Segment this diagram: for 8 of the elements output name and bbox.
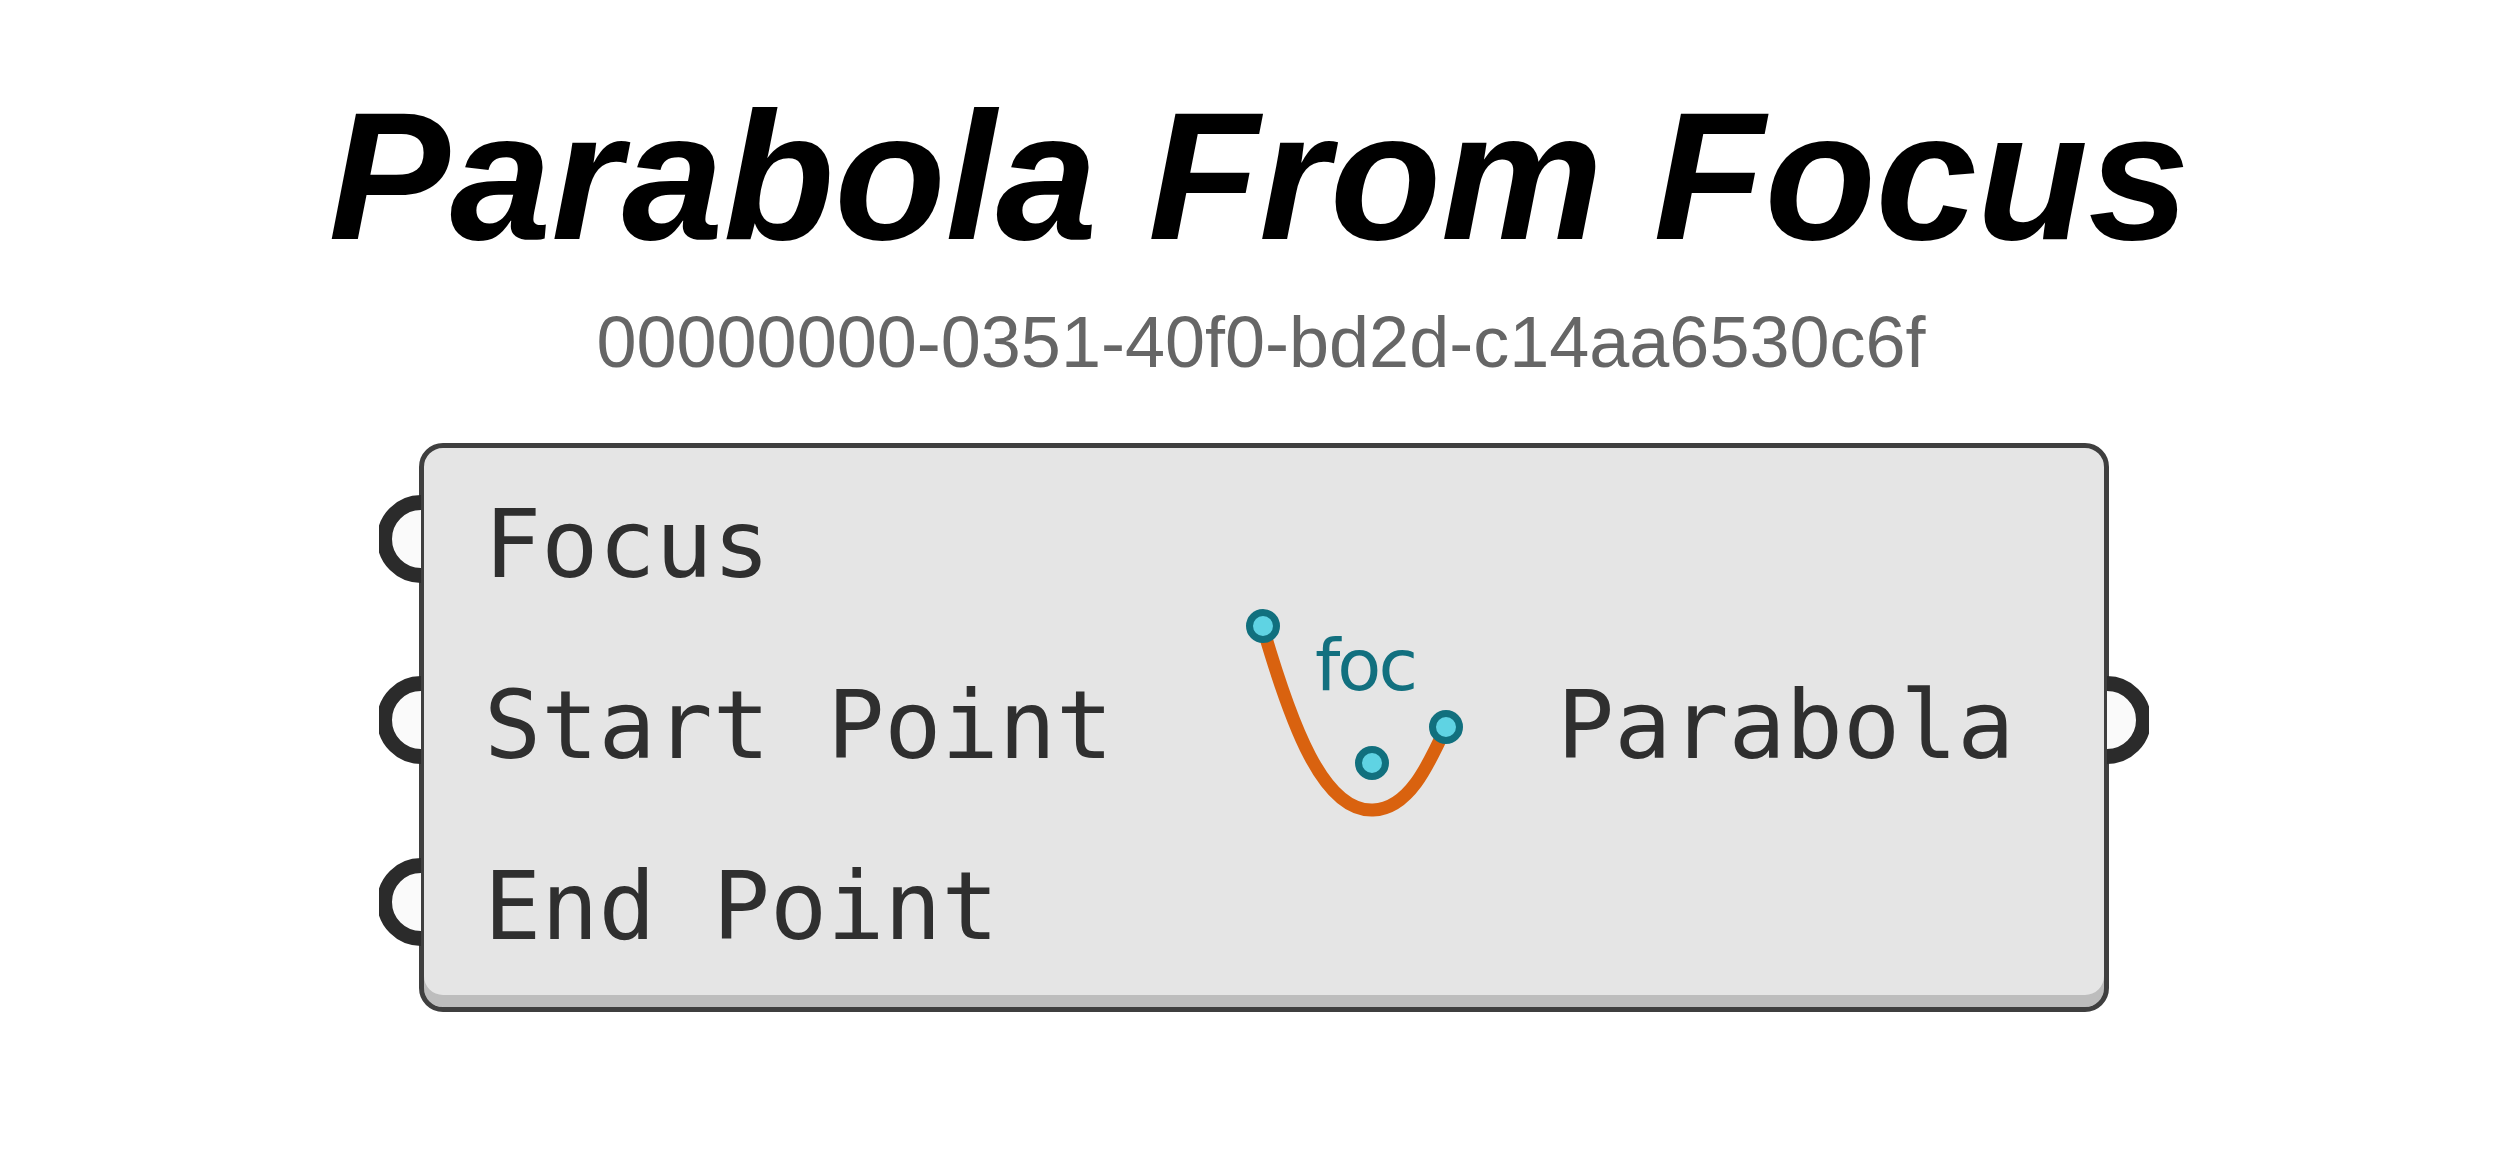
output-parameter-label: Parabola	[1557, 678, 2015, 773]
title: Parabola From Focus	[328, 85, 2190, 267]
component-id-subtitle: 00000000-0351-40f0-bd2d-c14aa6530c6f	[596, 306, 1926, 378]
input-parameter-label: Focus	[484, 497, 770, 592]
icon-text: foc	[1315, 629, 1415, 701]
input-parameter-label: End Point	[484, 859, 999, 954]
input-parameter-label: Start Point	[484, 678, 1114, 773]
component-box	[419, 443, 2109, 1012]
